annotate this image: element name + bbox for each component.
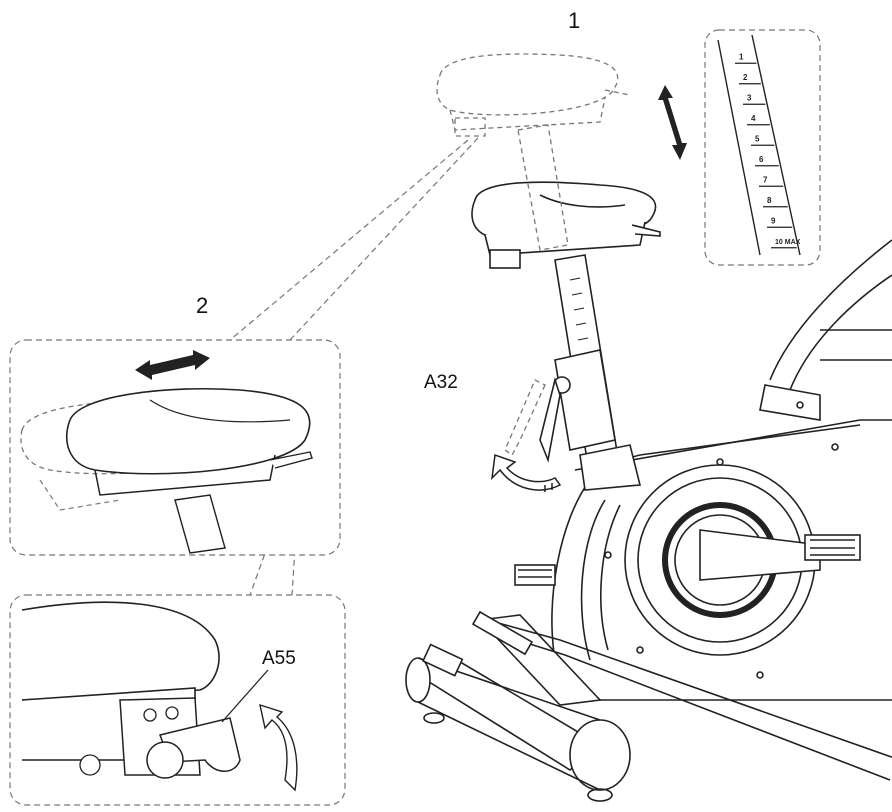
lever-detail-inset [9, 594, 346, 806]
scale-number: 4 [751, 114, 756, 123]
scale-number: 8 [767, 196, 772, 205]
step-2-label: 2 [196, 293, 209, 318]
scale-number: 1 [739, 52, 744, 61]
seat-lower [471, 181, 661, 269]
step-1-label: 1 [568, 8, 581, 33]
scale-number: 2 [743, 73, 748, 82]
seat-slide-inset [9, 339, 341, 556]
seat-post [539, 254, 642, 491]
bike-frame [405, 239, 892, 802]
scale-inset: 1 2 3 4 5 6 7 8 9 10 MAX [704, 29, 821, 266]
scale-ticks: 1 2 3 4 5 6 7 8 9 10 MAX [734, 52, 801, 249]
scale-number: 5 [755, 134, 760, 143]
scale-number: 6 [759, 155, 764, 164]
scale-number: 7 [763, 175, 768, 184]
part-label-a32: A32 [424, 372, 458, 393]
scale-number: 10 MAX [775, 239, 801, 246]
scale-number: 9 [771, 216, 776, 225]
scale-number: 3 [747, 93, 752, 102]
seat-upper-ghost [436, 53, 631, 251]
height-adjust-arrow [658, 85, 687, 160]
part-label-a55: A55 [262, 648, 296, 669]
seat-knob-ghost [504, 379, 546, 456]
rotate-arrow-post [490, 453, 562, 492]
